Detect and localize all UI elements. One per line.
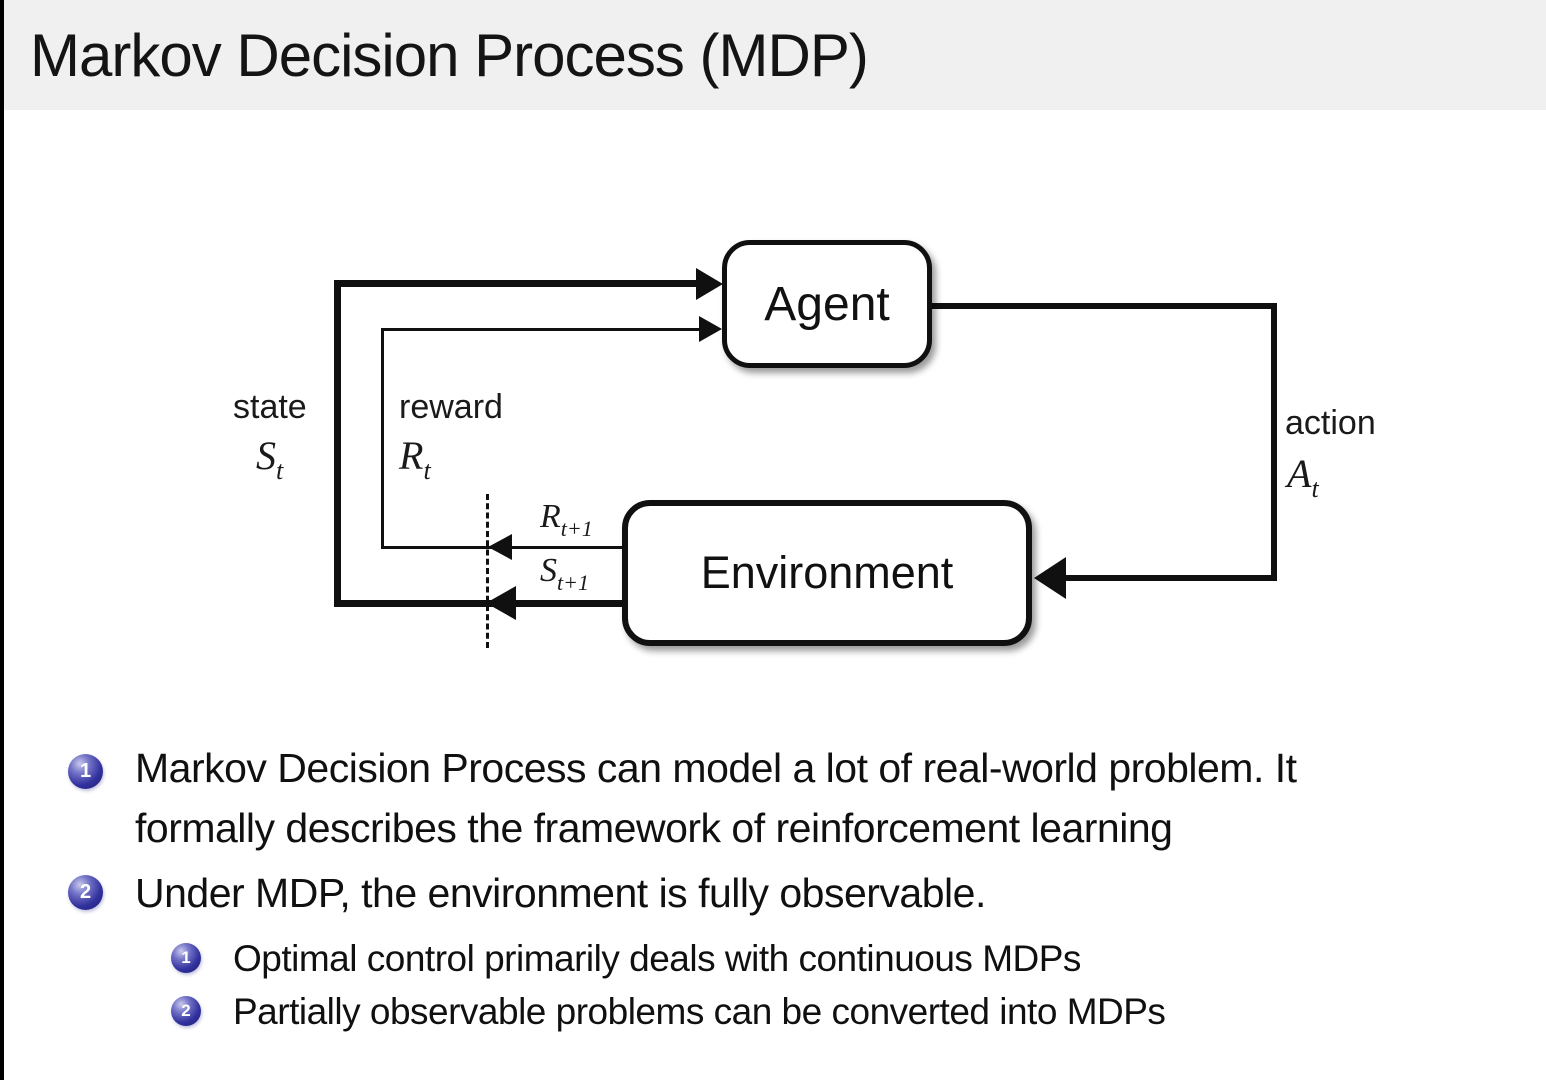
state-return-line bbox=[334, 600, 622, 607]
state-arrowhead-at-dashed-line bbox=[486, 586, 516, 620]
bullet-1-line-2: formally describes the framework of rein… bbox=[135, 805, 1173, 851]
enumerate-ball-1: 1 bbox=[68, 754, 103, 789]
action-symbol: At bbox=[1287, 451, 1319, 503]
agent-label: Agent bbox=[764, 277, 890, 331]
reward-line-top bbox=[381, 328, 699, 331]
action-line-top bbox=[928, 303, 1277, 309]
reward-line-vertical bbox=[381, 328, 384, 549]
agent-node: Agent bbox=[722, 240, 932, 368]
reward-arrowhead-at-dashed-line bbox=[488, 534, 512, 560]
action-line-vertical bbox=[1271, 303, 1277, 581]
state-arrowhead-into-agent bbox=[696, 268, 723, 300]
enumerate-ball-2: 2 bbox=[68, 875, 103, 910]
reward-symbol: Rt bbox=[399, 433, 431, 485]
slide-title-bar: Markov Decision Process (MDP) bbox=[0, 0, 1546, 110]
window-left-border bbox=[0, 0, 4, 1080]
sub-bullet-2-text: Partially observable problems can be con… bbox=[233, 991, 1166, 1032]
sub-enumerate-ball-2: 2 bbox=[171, 996, 201, 1026]
reward-label: reward bbox=[399, 388, 503, 426]
page-title: Markov Decision Process (MDP) bbox=[30, 21, 869, 89]
reward-next-symbol: Rt+1 bbox=[540, 498, 593, 541]
environment-node: Environment bbox=[622, 500, 1032, 646]
state-line-vertical bbox=[334, 280, 341, 607]
agent-environment-diagram: Agent Environment state St reward Rt act… bbox=[0, 110, 1546, 690]
state-next-symbol: St+1 bbox=[540, 552, 589, 595]
action-line-bottom bbox=[1064, 575, 1277, 581]
environment-label: Environment bbox=[700, 547, 954, 598]
reward-arrowhead-into-agent bbox=[699, 316, 722, 342]
state-symbol: St bbox=[256, 433, 284, 485]
action-arrowhead-into-environment bbox=[1034, 557, 1066, 599]
bullet-1-line-1: Markov Decision Process can model a lot … bbox=[135, 745, 1297, 791]
timestep-dashed-line bbox=[486, 494, 489, 648]
action-label: action bbox=[1285, 404, 1376, 442]
sub-bullet-1-text: Optimal control primarily deals with con… bbox=[233, 938, 1081, 979]
state-line-top bbox=[334, 280, 696, 287]
state-label: state bbox=[233, 388, 307, 426]
sub-enumerate-ball-1: 1 bbox=[171, 943, 201, 973]
bullet-2-text: Under MDP, the environment is fully obse… bbox=[135, 870, 986, 916]
